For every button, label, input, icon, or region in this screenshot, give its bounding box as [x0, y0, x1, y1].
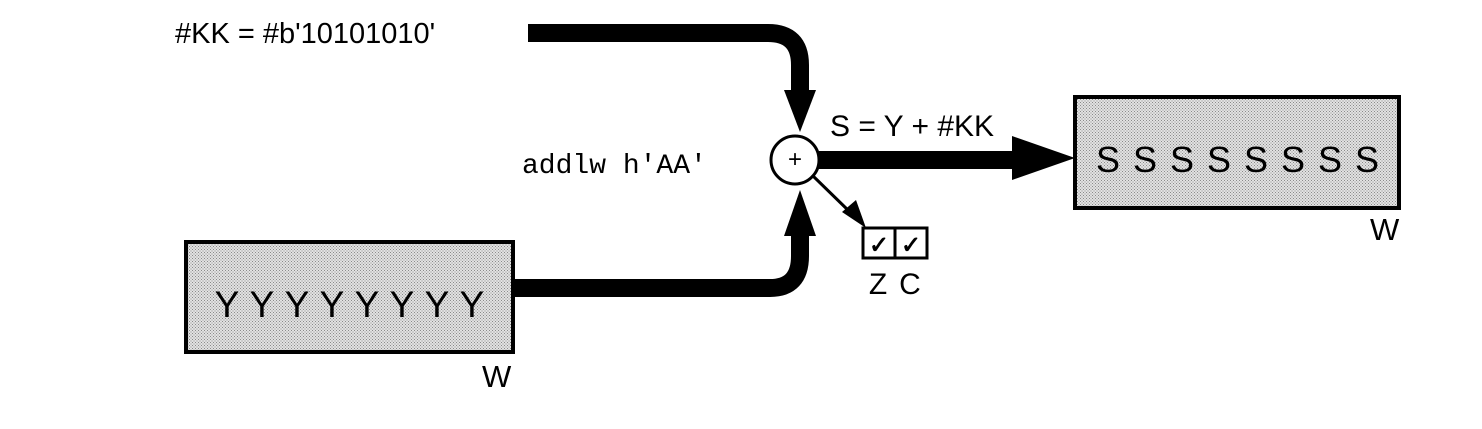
flag-c-box: [893, 226, 929, 260]
output-bit-6: S: [1133, 139, 1157, 180]
output-bit-7: S: [1096, 139, 1120, 180]
output-bit-2: S: [1281, 139, 1305, 180]
input-bit-4: Y: [320, 284, 345, 325]
status-arrowhead: [842, 200, 866, 228]
input-bit-1: Y: [425, 284, 450, 325]
output-bit-1: S: [1318, 139, 1342, 180]
adder-symbol: +: [788, 146, 802, 173]
input-bit-3: Y: [355, 284, 380, 325]
input-bit-2: Y: [390, 284, 415, 325]
register-arrowhead: [784, 190, 816, 236]
status-arrow-line: [810, 173, 854, 216]
flag-z-check-icon: ✓: [869, 232, 889, 259]
flag-c-label: C: [899, 268, 921, 301]
input-register: [184, 240, 515, 354]
status-flags: ✓ ✓ Z C: [861, 226, 929, 301]
literal-data-path: [528, 24, 809, 96]
output-data-path: [819, 151, 1024, 169]
input-register-bits: Y Y Y Y Y Y Y Y: [215, 284, 485, 325]
output-register-bits: S S S S S S S S: [1096, 139, 1379, 180]
input-bit-7: Y: [215, 284, 240, 325]
literal-arrowhead: [784, 90, 816, 132]
result-label: S = Y + #KK: [830, 110, 994, 143]
output-register: [1073, 95, 1401, 210]
input-bit-0: Y: [460, 284, 485, 325]
output-arrowhead: [1012, 136, 1075, 180]
output-bit-5: S: [1170, 139, 1194, 180]
input-register-name: W: [482, 359, 512, 394]
output-bit-3: S: [1244, 139, 1268, 180]
literal-label: #KK = #b'10101010': [175, 18, 435, 50]
input-bit-6: Y: [250, 284, 275, 325]
output-bit-0: S: [1355, 139, 1379, 180]
flag-z-box: [861, 226, 897, 260]
flag-c-check-icon: ✓: [901, 232, 921, 259]
input-bit-5: Y: [285, 284, 310, 325]
instruction-text: addlw h'AA': [522, 151, 707, 182]
output-bit-4: S: [1207, 139, 1231, 180]
output-register-name: W: [1370, 212, 1400, 247]
register-data-path: [513, 228, 809, 297]
flag-z-label: Z: [869, 268, 887, 301]
